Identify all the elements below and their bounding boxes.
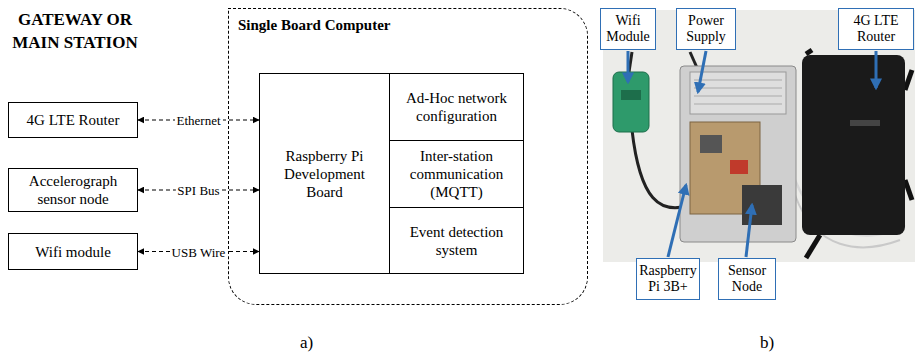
power-supply: [690, 72, 786, 114]
router-antenna: [905, 180, 912, 200]
node-text: Ad-Hoc network configuration: [395, 89, 518, 125]
supply-grille: [694, 80, 782, 104]
node-text: Accelerograph sensor node: [14, 172, 132, 208]
node-text: Single Board Computer: [238, 16, 391, 34]
device-box: 4G LTE Router: [8, 102, 138, 138]
callout-box: Raspberry Pi 3B+: [636, 258, 700, 300]
leader-arrow: [746, 205, 752, 257]
node-text: Power Supply: [680, 13, 732, 45]
device-box: Wifi module: [8, 233, 138, 270]
lte-router: [802, 55, 905, 235]
wifi-dongle: [613, 72, 649, 132]
leader-arrow: [698, 51, 706, 92]
router-antenna: [806, 50, 812, 54]
node-text: 4G LTE Router: [27, 111, 120, 129]
callout-box: Power Supply: [676, 8, 736, 50]
node-text: Raspberry Pi Development Board: [265, 147, 384, 201]
function-box: Event detection system: [389, 207, 524, 274]
callout-box: Wifi Module: [600, 8, 656, 50]
dongle-label: [621, 90, 641, 100]
router-logo: [850, 120, 880, 126]
edge-label: USB Wire: [170, 244, 228, 259]
chip: [700, 135, 722, 153]
sensor-node-board: [742, 185, 782, 225]
callout-box: 4G LTE Router: [838, 8, 914, 50]
main-title: GATEWAY OR MAIN STATION: [0, 8, 150, 54]
device-box: Accelerograph sensor node: [8, 168, 138, 212]
node-text: Event detection system: [395, 223, 518, 259]
node-text: Wifi Module: [604, 13, 652, 45]
leader-arrow: [875, 51, 878, 88]
function-box: Ad-Hoc network configuration: [389, 73, 524, 141]
node-text: Sensor Node: [722, 263, 772, 295]
board-box: Raspberry Pi Development Board: [259, 73, 390, 274]
router-antenna: [905, 70, 912, 90]
node-text: Raspberry Pi 3B+: [639, 263, 697, 295]
panel-label: b): [760, 333, 774, 353]
node-text: Wifi module: [35, 243, 111, 261]
leader-arrow: [627, 51, 630, 82]
router-antenna: [806, 235, 820, 258]
enclosure: [680, 66, 796, 242]
edge-label: Ethernet: [174, 113, 222, 128]
node-text: Inter-station communication (MQTT): [395, 147, 518, 201]
edge-label: SPI Bus: [175, 183, 221, 198]
function-box: Inter-station communication (MQTT): [389, 140, 524, 208]
computer-group: Single Board ComputerRaspberry Pi Develo…: [228, 8, 588, 305]
callout-box: Sensor Node: [718, 258, 776, 300]
component: [730, 160, 748, 174]
panel-label: a): [300, 333, 313, 353]
leader-arrow: [668, 185, 686, 257]
node-text: 4G LTE Router: [842, 13, 910, 45]
